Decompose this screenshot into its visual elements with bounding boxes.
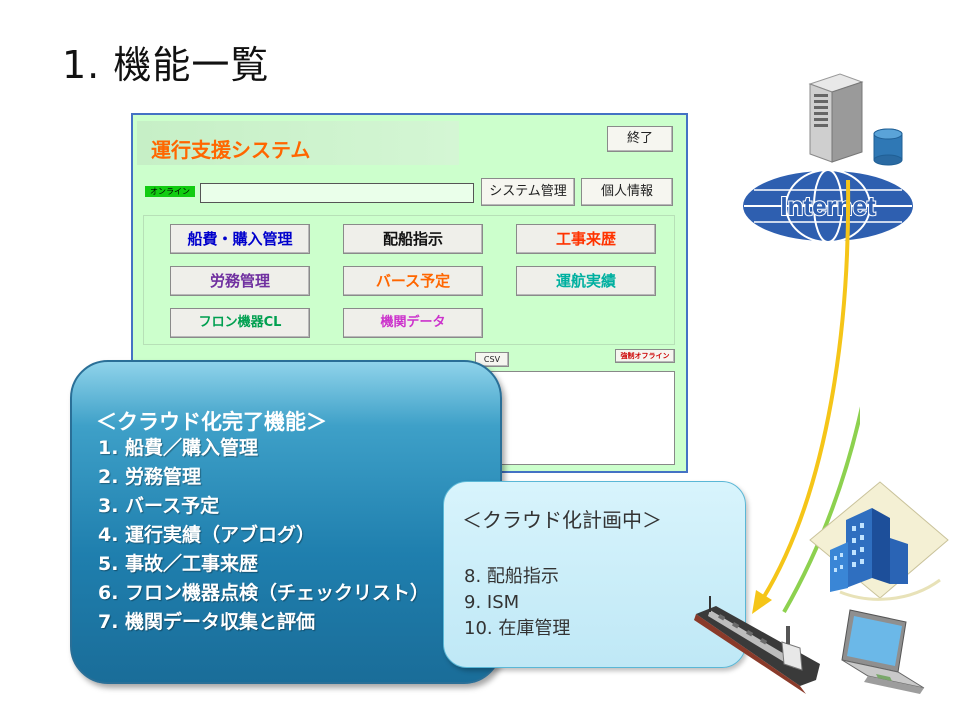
ship-cost-purchase-button[interactable]: 船費・購入管理 <box>170 224 310 254</box>
engine-data-button[interactable]: 機関データ <box>343 308 483 338</box>
list-item: 6. フロン機器点検（チェックリスト） <box>98 582 430 604</box>
upload-arrow <box>782 406 860 613</box>
cloud-completed-heading: ＜クラウド化完了機能＞ <box>96 410 327 434</box>
cloud-planned-heading: ＜クラウド化計画中＞ <box>462 508 662 532</box>
operation-results-button[interactable]: 運航実績 <box>516 266 656 296</box>
system-admin-button[interactable]: システム管理 <box>481 178 575 206</box>
list-item: 5. 事故／工事来歴 <box>98 553 259 575</box>
function-panel: 船費・購入管理 配船指示 工事来歴 労務管理 バース予定 運航実績 フロン機器C… <box>143 215 675 345</box>
arrows-graphic <box>752 179 860 614</box>
download-arrow <box>760 179 851 602</box>
cloud-planned-callout: ＜クラウド化計画中＞ 8. 配船指示 9. ISM 10. 在庫管理 <box>443 481 746 668</box>
cloud-planned-list: 8. 配船指示 9. ISM 10. 在庫管理 <box>464 564 570 642</box>
list-item: 9. ISM <box>464 592 520 613</box>
csv-button[interactable]: CSV <box>475 352 509 367</box>
status-field[interactable] <box>200 183 474 203</box>
internet-globe-icon: Internet <box>741 169 915 243</box>
personal-info-button[interactable]: 個人情報 <box>581 178 673 206</box>
list-item: 7. 機関データ収集と評価 <box>98 611 316 633</box>
laptop-icon <box>841 609 925 694</box>
exit-button[interactable]: 終了 <box>607 126 673 152</box>
ship-dispatch-button[interactable]: 配船指示 <box>343 224 483 254</box>
online-status-badge: オンライン <box>145 186 195 197</box>
list-item: 8. 配船指示 <box>464 566 559 587</box>
internet-label: Internet <box>780 191 876 221</box>
freon-equipment-cl-button[interactable]: フロン機器CL <box>170 308 310 338</box>
list-item: 4. 運行実績（アブログ） <box>98 524 316 546</box>
labor-management-button[interactable]: 労務管理 <box>170 266 310 296</box>
list-item: 3. バース予定 <box>98 495 220 517</box>
construction-history-button[interactable]: 工事来歴 <box>516 224 656 254</box>
list-item: 2. 労務管理 <box>98 466 202 488</box>
slide-title: 1. 機能一覧 <box>62 43 270 87</box>
server-icon <box>808 73 903 166</box>
office-building-icon <box>809 481 949 601</box>
cloud-completed-callout: ＜クラウド化完了機能＞ 1. 船費／購入管理 2. 労務管理 3. バース予定 … <box>70 360 502 684</box>
cargo-ship-icon <box>694 596 820 694</box>
berth-schedule-button[interactable]: バース予定 <box>343 266 483 296</box>
download-arrowhead-icon <box>752 590 772 614</box>
force-offline-button[interactable]: 強制オフライン <box>615 349 675 363</box>
list-item: 1. 船費／購入管理 <box>98 437 259 459</box>
app-title: 運行支援システム <box>137 121 459 165</box>
cloud-completed-list: 1. 船費／購入管理 2. 労務管理 3. バース予定 4. 運行実績（アブログ… <box>98 434 429 637</box>
log-area <box>473 371 675 465</box>
list-item: 10. 在庫管理 <box>464 618 571 639</box>
